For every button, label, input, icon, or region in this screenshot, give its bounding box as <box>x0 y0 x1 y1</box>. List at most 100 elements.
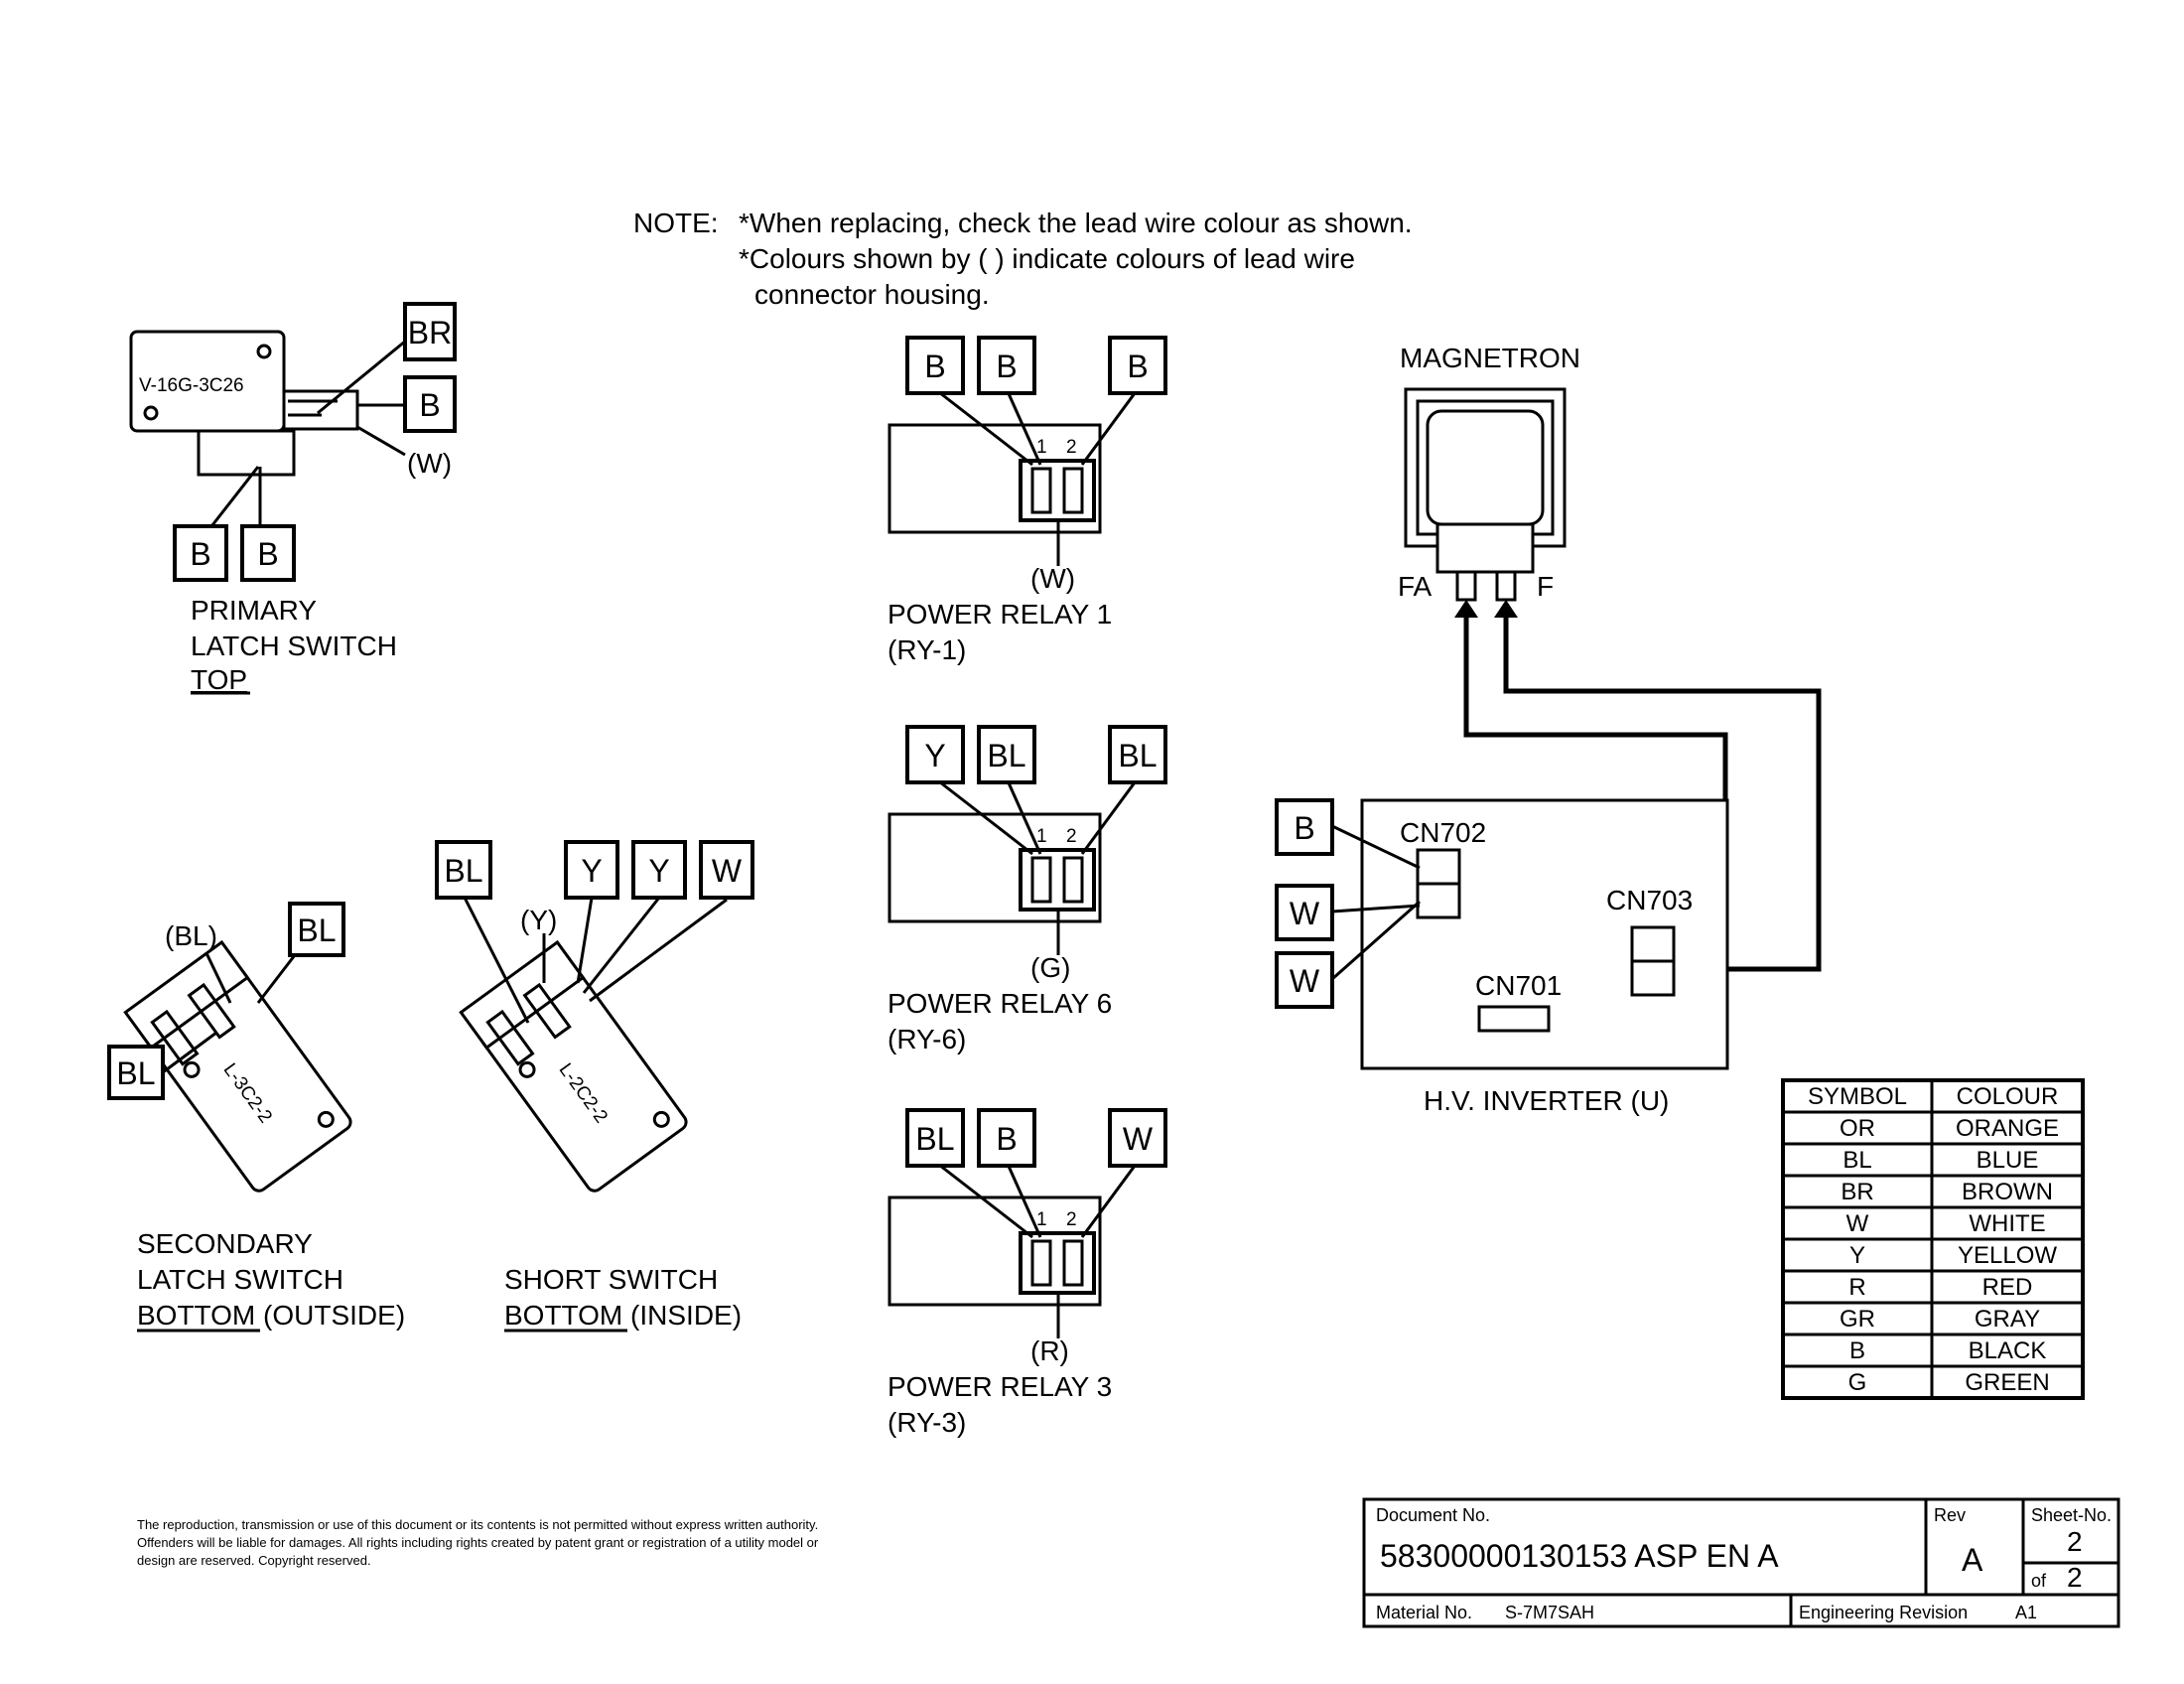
colour-symbol: R <box>1848 1274 1865 1301</box>
arrow-fa-icon <box>1454 600 1478 618</box>
primary-title-1: PRIMARY <box>191 595 317 626</box>
relay-pin <box>1030 1239 1052 1287</box>
relay-ref: (RY-1) <box>887 634 966 665</box>
primary-wire-br <box>317 330 418 415</box>
colour-symbol: BL <box>1843 1147 1871 1174</box>
colour-symbol: W <box>1846 1210 1869 1237</box>
short-wire-bl <box>463 897 530 1024</box>
primary-wire-label: B <box>257 536 278 572</box>
primary-wire-box <box>173 524 228 582</box>
inverter-wire <box>1331 900 1421 981</box>
short-housing-colour: (Y) <box>520 905 557 935</box>
colour-table-header: SYMBOL <box>1808 1083 1907 1110</box>
relay-pin-label: 1 <box>1036 826 1047 847</box>
colour-name: WHITE <box>1969 1210 2045 1237</box>
relay-wire-label: BL <box>987 738 1025 773</box>
inverter-connector-label: CN701 <box>1475 970 1562 1001</box>
wire-f-to-cn703 <box>1503 616 1822 972</box>
relay-pin <box>1062 467 1084 514</box>
short-wire-y <box>582 897 661 994</box>
primary-wire-box <box>403 375 457 433</box>
doc-no-value: 58300000130153 ASP EN A <box>1380 1538 1779 1574</box>
colour-symbol: G <box>1848 1369 1867 1396</box>
primary-wire-label: B <box>190 536 210 572</box>
colour-symbol: BR <box>1841 1179 1873 1205</box>
relay-name: POWER RELAY 6 <box>887 988 1112 1019</box>
power-relay-6: 1 2 Y BL BL (G) POWER RELAY 6 (RY-6) <box>887 725 1167 1054</box>
colour-name: ORANGE <box>1956 1115 2059 1142</box>
secondary-tab <box>150 1009 200 1066</box>
cn702-connector <box>1416 848 1461 886</box>
colour-name: GREEN <box>1965 1369 2049 1396</box>
primary-wire-label: B <box>419 387 440 423</box>
rev-label: Rev <box>1934 1505 1966 1525</box>
cn703-connector <box>1630 959 1676 997</box>
disclaimer-line: The reproduction, transmission or use of… <box>137 1517 818 1532</box>
secondary-title-1: SECONDARY <box>137 1228 313 1259</box>
relay-wire <box>1080 777 1140 855</box>
inverter-wire-label: W <box>1290 963 1320 999</box>
secondary-wire-bl-right <box>256 950 300 1004</box>
material-no-value: S-7M7SAH <box>1505 1603 1594 1622</box>
short-view-line: BOTTOM (INSIDE) <box>504 1300 742 1331</box>
primary-part-no: V-16G-3C26 <box>139 375 244 396</box>
relay-wire <box>1080 1161 1140 1238</box>
relay-wire-label: B <box>996 349 1017 384</box>
cn701-connector <box>1477 1005 1551 1033</box>
inverter-wire-box <box>1275 884 1334 941</box>
short-wire-label: Y <box>648 853 669 889</box>
arrow-f-icon <box>1494 600 1518 618</box>
primary-title-2: LATCH SWITCH <box>191 631 397 661</box>
eng-rev-value: A1 <box>2015 1603 2037 1622</box>
secondary-housing-leader <box>205 952 232 1004</box>
note-line-2: *Colours shown by ( ) indicate colours o… <box>739 243 1355 274</box>
title-block: Document No. 58300000130153 ASP EN A Rev… <box>1362 1497 2120 1628</box>
relay-housing-colour: (G) <box>1030 952 1070 983</box>
note-line-3: connector housing. <box>754 279 990 310</box>
relay-wire <box>1080 388 1140 466</box>
relay-pin <box>1062 1239 1084 1287</box>
short-tab <box>522 982 572 1040</box>
relay-wire-label: W <box>1123 1121 1154 1157</box>
colour-table-header: COLOUR <box>1957 1083 2059 1110</box>
relay-wire-label: BL <box>1118 738 1157 773</box>
magnetron-terminal-fa <box>1455 570 1477 602</box>
power-relay-1: 1 2 B B B (W) POWER RELAY 1 (RY-1) <box>887 336 1167 665</box>
inverter-wire-label: B <box>1294 810 1314 846</box>
primary-wire-b-left <box>206 466 260 531</box>
relay-housing-colour: (R) <box>1030 1335 1069 1366</box>
relay-pin <box>1062 856 1084 904</box>
primary-wire-box <box>403 302 457 361</box>
magnetron-terminal-fa-label: FA <box>1398 571 1433 602</box>
relay-pin <box>1030 856 1052 904</box>
short-hole <box>518 1060 536 1078</box>
secondary-view-line: BOTTOM (OUTSIDE) <box>137 1300 405 1331</box>
secondary-latch-switch: L-3C2-2 BL BL (BL) SECONDARY LATCH SWITC… <box>107 902 405 1333</box>
primary-wire-box <box>240 524 296 582</box>
short-wire-label: BL <box>444 853 482 889</box>
relay-wire-box <box>905 1108 965 1168</box>
short-wire-box <box>631 840 687 900</box>
primary-housing-colour: (W) <box>407 448 452 479</box>
relay-wire-box <box>1108 725 1167 784</box>
sheet-no-value: 2 <box>2067 1526 2083 1557</box>
relay-pin-label: 2 <box>1066 437 1077 458</box>
colour-symbol: GR <box>1840 1306 1875 1333</box>
magnetron-terminal-f <box>1495 570 1517 602</box>
cn703-connector <box>1630 925 1676 963</box>
note-label: NOTE: <box>633 208 719 238</box>
inverter-wire <box>1331 824 1421 870</box>
power-relay-3: 1 2 BL B W (R) POWER RELAY 3 (RY-3) <box>887 1108 1167 1438</box>
magnetron: MAGNETRON FA F <box>1398 343 1822 972</box>
relay-wire-box <box>977 1108 1036 1168</box>
relay-wire-box <box>905 336 965 395</box>
colour-symbol: Y <box>1849 1242 1865 1269</box>
inverter-wire-box <box>1275 951 1334 1009</box>
relay-ref: (RY-6) <box>887 1024 966 1054</box>
secondary-title-2: LATCH SWITCH <box>137 1264 343 1295</box>
short-title: SHORT SWITCH <box>504 1264 718 1295</box>
primary-latch-switch: V-16G-3C26 BR B B B (W) PRIMARY LATCH SW… <box>129 302 457 695</box>
